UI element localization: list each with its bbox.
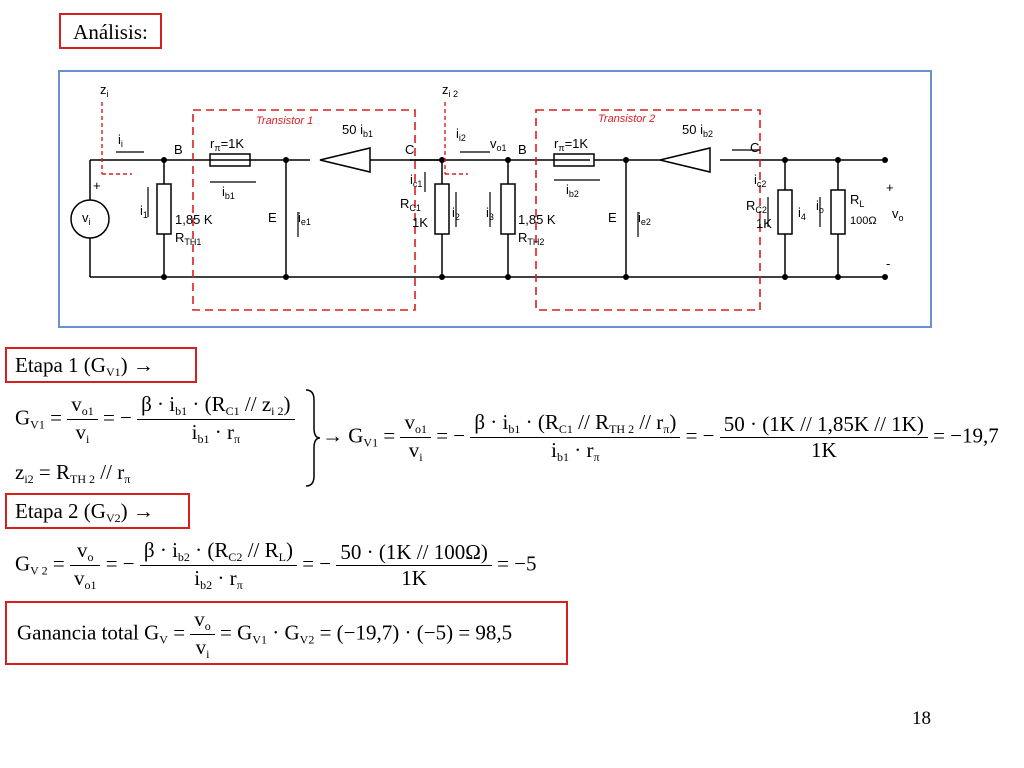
label-rl-value: 100Ω xyxy=(850,215,877,227)
label-rc1-value: 1K xyxy=(412,215,428,230)
label-rpi1: rπ=1K xyxy=(210,136,244,153)
transistor-2-label: Transistor 2 xyxy=(598,113,655,125)
label-vi: vi xyxy=(82,210,91,227)
label-plus-in: + xyxy=(93,178,101,193)
circuit-diagram: zi zi 2 ii + vi i1 1,85 K RTH1 B rπ=1K i… xyxy=(58,70,932,328)
label-zi2: zi 2 xyxy=(442,82,458,99)
label-ib1: ib1 xyxy=(222,184,235,201)
transistor-2-box xyxy=(535,109,761,311)
label-rc2-value: 1K xyxy=(756,216,772,231)
label-zi: zi xyxy=(100,82,109,99)
label-plus-out: + xyxy=(886,180,894,195)
title-box: Análisis: xyxy=(59,13,162,49)
dependent-source-1-icon xyxy=(319,147,371,173)
dependent-source-2-icon xyxy=(659,147,711,173)
label-rc2: RC2 xyxy=(746,198,767,215)
label-ic1: ic1 xyxy=(410,172,422,189)
label-ic2: ic2 xyxy=(754,172,766,189)
label-b2: B xyxy=(518,142,527,157)
stage1-eq2: zi2 = RTH 2 // rπ xyxy=(15,460,131,486)
label-b1: B xyxy=(174,142,183,157)
stage1-header: Etapa 1 (GV1) → xyxy=(5,347,197,383)
label-rth2-value: 1,85 K xyxy=(518,212,556,227)
page-title: Análisis: xyxy=(73,20,148,44)
brace-icon xyxy=(305,389,321,487)
label-ib2: ib2 xyxy=(566,182,579,199)
label-ii: ii xyxy=(118,132,123,149)
label-gain1: 50 ib1 xyxy=(342,122,373,139)
label-gain2: 50 ib2 xyxy=(682,122,713,139)
label-rl: RL xyxy=(850,192,864,209)
label-i3: i3 xyxy=(486,205,494,222)
page-number: 18 xyxy=(912,708,931,729)
label-c2: C xyxy=(750,140,759,155)
label-rth1-value: 1,85 K xyxy=(175,212,213,227)
label-i1: i1 xyxy=(140,203,148,220)
label-ii2: ii2 xyxy=(456,126,466,143)
stage2-header: Etapa 2 (GV2) → xyxy=(5,493,190,529)
label-rc1: RC1 xyxy=(400,196,421,213)
label-rpi2: rπ=1K xyxy=(554,136,588,153)
circuit-svg: zi zi 2 ii + vi i1 1,85 K RTH1 B rπ=1K i… xyxy=(70,82,904,311)
label-ie2: ie2 xyxy=(638,210,651,227)
label-c1: C xyxy=(405,142,414,157)
label-vo1: vo1 xyxy=(490,136,507,153)
label-minus-out: - xyxy=(886,256,890,271)
transistor-1-box xyxy=(192,109,416,311)
voltage-source-icon xyxy=(70,199,110,239)
label-rth1: RTH1 xyxy=(175,230,201,247)
label-io: io xyxy=(816,198,824,215)
label-i2: i2 xyxy=(452,205,460,222)
label-i4: i4 xyxy=(798,205,806,222)
label-vo: vo xyxy=(892,206,904,223)
label-e1: E xyxy=(268,210,277,225)
label-ie1: ie1 xyxy=(298,210,311,227)
label-e2: E xyxy=(608,210,617,225)
transistor-1-label: Transistor 1 xyxy=(256,115,313,127)
label-rth2: RTH2 xyxy=(518,230,544,247)
